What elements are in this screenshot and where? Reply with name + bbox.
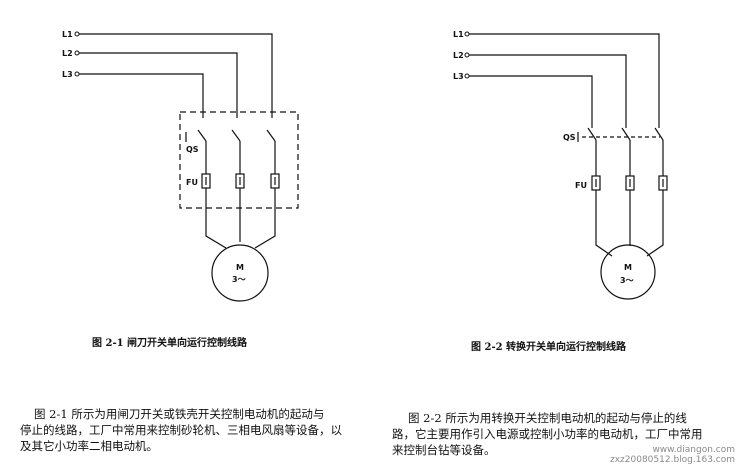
right-motor-phase: 3～: [620, 276, 634, 285]
left-motor: [211, 244, 269, 302]
right-label-l1: L1: [453, 30, 464, 39]
right-line-l3: [469, 75, 593, 128]
left-line-l3: [79, 73, 204, 118]
left-label-l3: L3: [62, 70, 73, 79]
left-switch-blade-3: [266, 129, 276, 142]
left-qs-label: QS: [186, 145, 199, 154]
left-line-l1: [79, 33, 273, 118]
right-switch-blade-1: [587, 127, 597, 141]
left-label-l1: L1: [62, 30, 73, 39]
watermark: www.diangon.com zxz20080512.blog.163.com: [610, 445, 735, 465]
left-motor-phase: 3～: [232, 275, 246, 284]
right-qs-label: QS: [563, 133, 576, 142]
left-motor-label: M: [236, 263, 244, 272]
left-line-l2: [79, 52, 238, 118]
left-description: 图 2-1 所示为用闸刀开关或铁壳开关控制电动机的起动与 停止的线路，工厂中常用…: [20, 406, 342, 454]
right-description-line-1: 图 2-2 所示为用转换开关控制电动机的起动与停止的线: [408, 411, 687, 425]
right-label-l2: L2: [453, 51, 464, 60]
right-line-l1: [469, 33, 660, 128]
left-switch-blade-2: [231, 129, 241, 142]
left-description-line-3: 及其它小功率二相电动机。: [20, 439, 158, 453]
left-label-l2: L2: [62, 49, 73, 58]
right-description-line-2: 路，它主要用作引入电源或控制小功率的电动机，工厂中常用: [392, 427, 703, 441]
left-description-line-2: 停止的线路，工厂中常用来控制砂轮机、三相电风扇等设备，以: [20, 423, 342, 437]
right-motor: [600, 244, 656, 300]
left-caption: 图 2-1 闸刀开关单向运行控制线路: [92, 338, 248, 349]
watermark-site: www.diangon.com: [652, 445, 735, 455]
left-fu-label: FU: [186, 178, 198, 187]
right-description-line-3: 来控制台钻等设备。: [392, 443, 496, 457]
left-switch-blade-1: [197, 129, 207, 142]
right-fu-label: FU: [575, 181, 587, 190]
right-label-l3: L3: [453, 72, 464, 81]
right-caption: 图 2-2 转换开关单向运行控制线路: [471, 342, 627, 353]
watermark-blog: zxz20080512.blog.163.com: [610, 455, 735, 465]
right-line-l2: [469, 54, 627, 128]
right-switch-blade-3: [654, 127, 664, 141]
right-switch-blade-2: [621, 127, 631, 141]
right-description: 图 2-2 所示为用转换开关控制电动机的起动与停止的线 路，它主要用作引入电源或…: [392, 410, 703, 458]
left-knife-switch-enclosure: [179, 111, 299, 209]
left-description-line-1: 图 2-1 所示为用闸刀开关或铁壳开关控制电动机的起动与: [34, 407, 325, 421]
right-motor-label: M: [624, 263, 632, 272]
